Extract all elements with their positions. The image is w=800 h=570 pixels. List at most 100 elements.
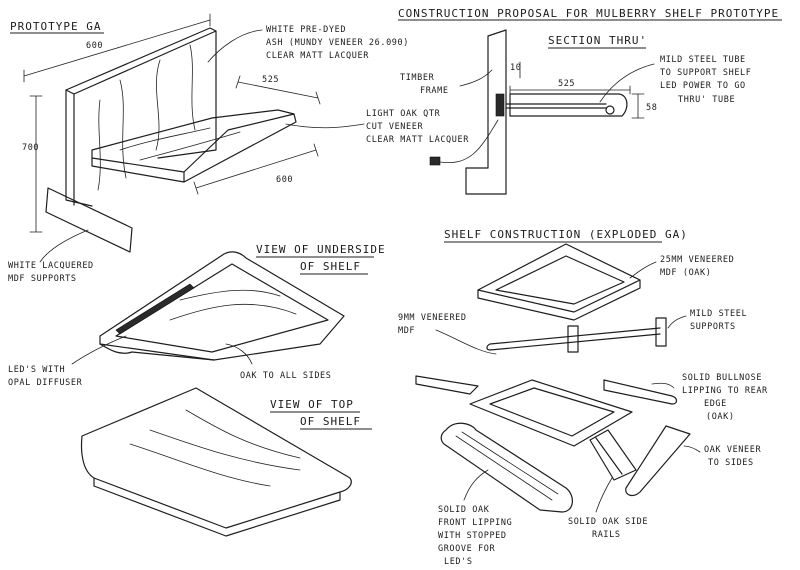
label-oak-1: LIGHT OAK QTR	[366, 109, 441, 119]
label-tube-1: MILD STEEL TUBE	[660, 55, 746, 65]
dim-width: 600	[86, 41, 103, 51]
label-tube-4: THRU' TUBE	[678, 95, 735, 105]
label-timber-1: TIMBER	[400, 73, 435, 83]
leader-leds	[71, 335, 127, 365]
label-tube-3: LED POWER TO GO	[660, 81, 746, 91]
label-mdf9-2: MDF	[398, 326, 415, 336]
leader-veneer	[683, 445, 701, 453]
underside-view: VIEW OF UNDERSIDE OF SHELF LED'S WITH OP…	[8, 243, 386, 388]
back-panel-grain	[97, 44, 196, 191]
label-bullnose-3: EDGE	[704, 399, 727, 409]
power-cable	[439, 119, 499, 164]
dim-section-depth: 525	[558, 79, 575, 89]
label-front-3: WITH STOPPED	[438, 531, 507, 541]
label-mdf9-1: 9MM VENEERED	[398, 313, 467, 323]
label-timber-2: FRAME	[420, 86, 449, 96]
mdf-9-tray	[469, 379, 633, 447]
label-steel-2: SUPPORTS	[690, 322, 736, 332]
section-heading: SECTION THRU'	[548, 34, 647, 47]
label-supports-2: MDF SUPPORTS	[8, 274, 77, 284]
tube-end	[605, 105, 615, 115]
steel-plate-right	[655, 317, 667, 347]
label-supports-1: WHITE LACQUERED	[8, 261, 94, 271]
shelf-grain	[119, 127, 241, 161]
sheet-title: CONSTRUCTION PROPOSAL FOR MULBERRY SHELF…	[398, 7, 779, 20]
label-veneer-2: TO SIDES	[708, 458, 754, 468]
leader-mdf9	[435, 329, 497, 355]
label-oak-2: CUT VENEER	[366, 122, 423, 132]
dim-section-depth-line	[509, 85, 631, 95]
top-view: VIEW OF TOP OF SHELF	[80, 387, 372, 537]
leader-steel	[667, 315, 687, 329]
leader-oak	[285, 123, 365, 129]
underside-heading-1: VIEW OF UNDERSIDE	[256, 243, 386, 256]
label-front-5: LED'S	[444, 557, 473, 567]
dim-depth-line	[193, 143, 319, 195]
left-lipping-piece	[415, 375, 479, 395]
label-ash-1: WHITE PRE-DYED	[266, 25, 346, 35]
oak-veneer-side	[625, 425, 691, 497]
label-front-4: GROOVE FOR	[438, 544, 495, 554]
label-ash-3: CLEAR MATT LACQUER	[266, 51, 369, 61]
label-steel-1: MILD STEEL	[690, 309, 747, 319]
label-bullnose-1: SOLID BULLNOSE	[682, 373, 762, 383]
leader-ash	[207, 29, 263, 63]
mdf-support-blade	[45, 187, 133, 253]
section-view: SECTION THRU' 525 58 10 TIMBER FRAME MIL…	[400, 29, 751, 195]
leader-mdf25	[629, 261, 657, 279]
leader-supports	[39, 229, 89, 263]
label-veneer-1: OAK VENEER	[704, 445, 761, 455]
mdf-25-panel	[477, 243, 641, 321]
dim-depth: 600	[276, 175, 293, 185]
dim-width-line	[23, 13, 211, 83]
steel-plate-left	[567, 325, 579, 353]
shelf-section	[509, 93, 628, 117]
label-tube-2: TO SUPPORT SHELF	[660, 68, 751, 78]
underside-heading-2: OF SHELF	[300, 260, 361, 273]
steel-bracket-plate	[495, 93, 505, 117]
steel-support-tubes	[486, 327, 661, 351]
top-heading-2: OF SHELF	[300, 415, 361, 428]
leader-tube	[599, 63, 655, 103]
top-shelf	[80, 387, 352, 537]
front-lipping-groove	[455, 431, 559, 501]
label-mdf25-2: MDF (OAK)	[660, 268, 711, 278]
label-leds-1: LED'S WITH	[8, 365, 65, 375]
dim-height: 700	[22, 143, 39, 153]
side-rail	[589, 429, 637, 481]
label-ash-2: ASH (MUNDY VENEER 26.090)	[266, 38, 409, 48]
label-rails-2: RAILS	[592, 530, 621, 540]
label-oak-sides: OAK TO ALL SIDES	[240, 371, 331, 381]
dim-inner: 525	[262, 75, 279, 85]
plug-icon	[429, 156, 441, 166]
label-oak-3: CLEAR MATT LACQUER	[366, 135, 469, 145]
led-strip	[115, 283, 195, 335]
label-front-2: FRONT LIPPING	[438, 518, 512, 528]
ga-heading: PROTOTYPE GA	[10, 20, 101, 33]
leader-timber	[459, 69, 493, 87]
dim-inner-line	[235, 75, 321, 105]
dim-thickness: 58	[646, 103, 657, 113]
steel-tube	[505, 103, 607, 109]
leader-rails	[595, 477, 613, 513]
top-grain	[129, 409, 301, 487]
label-bullnose-4: (OAK)	[706, 412, 735, 422]
label-front-1: SOLID OAK	[438, 505, 490, 515]
underside-grain	[169, 289, 297, 321]
leader-oak-sides	[225, 343, 253, 365]
shelf-body	[91, 109, 297, 183]
rear-bullnose-lipping	[603, 379, 678, 405]
label-bullnose-2: LIPPING TO REAR	[682, 386, 768, 396]
label-mdf25-1: 25MM VENEERED	[660, 255, 734, 265]
back-panel	[65, 27, 217, 207]
prototype-ga-view: PROTOTYPE GA 600 700 525 600 WHITE PRE-D…	[8, 13, 469, 284]
dim-height-line	[29, 95, 43, 233]
leader-front	[463, 469, 489, 501]
front-lipping	[440, 422, 573, 513]
dim-gap: 10	[510, 63, 521, 73]
label-leds-2: OPAL DIFFUSER	[8, 378, 83, 388]
exploded-heading: SHELF CONSTRUCTION (EXPLODED GA)	[444, 228, 688, 241]
timber-frame	[465, 29, 507, 195]
exploded-view: SHELF CONSTRUCTION (EXPLODED GA) 25MM VE…	[398, 228, 768, 567]
